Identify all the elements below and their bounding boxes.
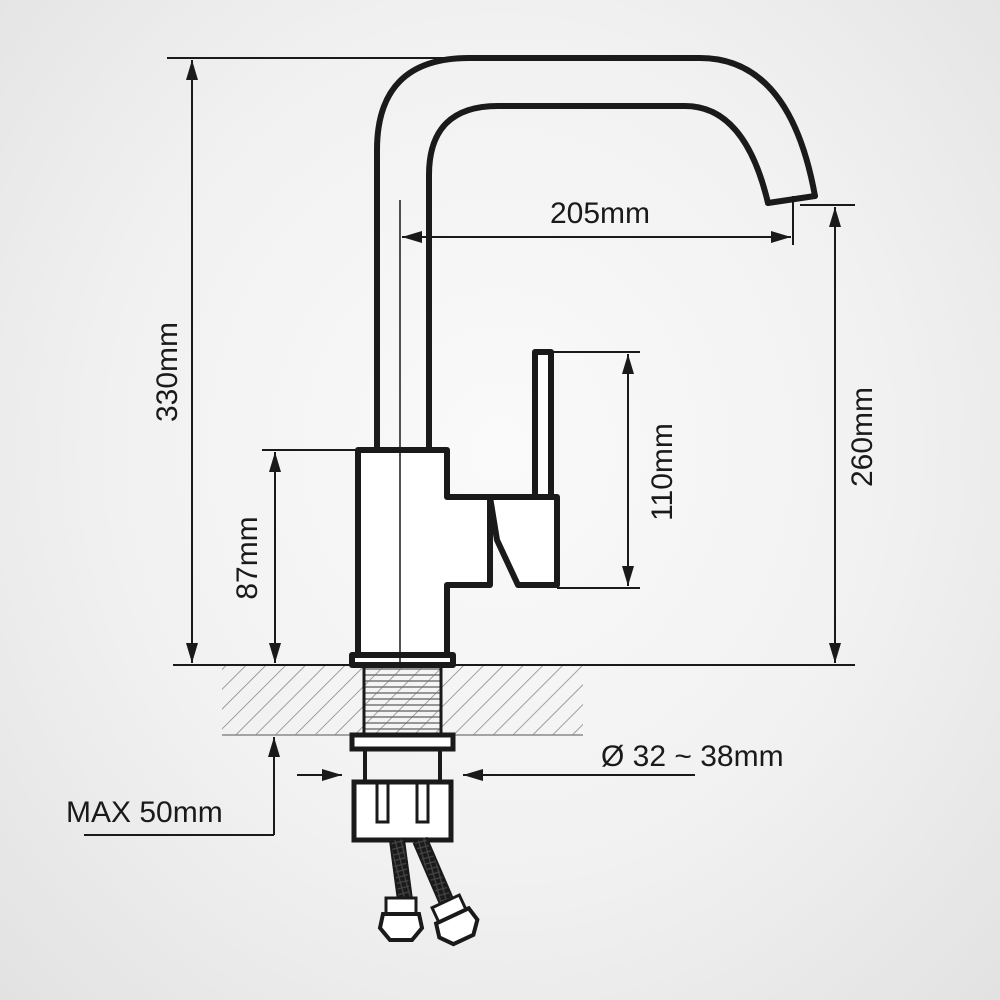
label-110mm: 110mm [646, 423, 679, 521]
label-330mm: 330mm [151, 322, 184, 422]
faucet-body [355, 447, 493, 658]
label-87mm: 87mm [231, 516, 264, 599]
label-diameter: Ø 32 ~ 38mm [601, 740, 784, 773]
mounting-assembly [349, 663, 456, 843]
label-260mm: 260mm [846, 387, 879, 487]
mounting-nut [351, 779, 454, 843]
handle-lever [532, 349, 554, 500]
faucet-drawing [349, 55, 818, 668]
label-max-50mm: MAX 50mm [66, 796, 223, 829]
supply-hoses [377, 836, 480, 947]
spout-outer [374, 55, 818, 453]
handle-block [487, 494, 560, 588]
dimension-lines [84, 57, 855, 836]
label-205mm: 205mm [550, 197, 650, 230]
spout-inner [426, 103, 771, 453]
countertop [173, 664, 855, 736]
